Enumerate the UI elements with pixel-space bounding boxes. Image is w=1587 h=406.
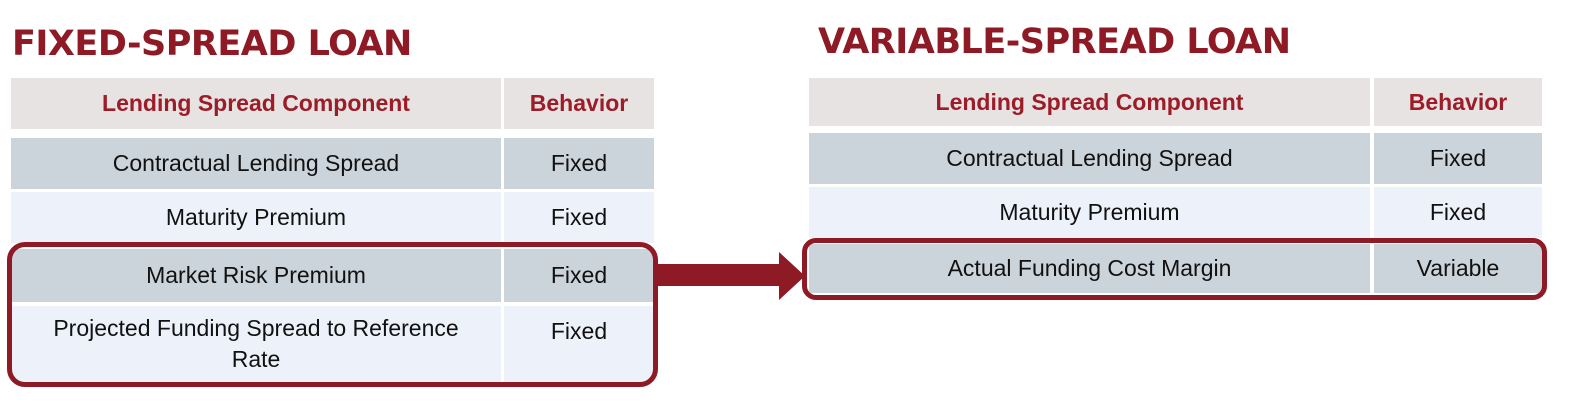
fixed-row-4-behavior: Fixed: [504, 306, 654, 382]
fixed-row-1-component: Contractual Lending Spread: [11, 138, 501, 189]
fixed-row-2-component: Maturity Premium: [11, 192, 501, 243]
fixed-header-component: Lending Spread Component: [11, 78, 501, 129]
variable-row-2-behavior: Fixed: [1374, 187, 1542, 238]
fixed-spread-loan-title: FIXED-SPREAD LOAN: [12, 24, 412, 64]
fixed-header-behavior: Behavior: [504, 78, 654, 129]
fixed-row-3-component: Market Risk Premium: [11, 249, 501, 302]
variable-row-1-component: Contractual Lending Spread: [809, 133, 1370, 184]
fixed-row-4-component: Projected Funding Spread to Reference Ra…: [11, 306, 501, 382]
variable-header-component: Lending Spread Component: [809, 78, 1370, 126]
fixed-row-3-behavior: Fixed: [504, 249, 654, 302]
fixed-row-1-behavior: Fixed: [504, 138, 654, 189]
variable-spread-loan-title: VARIABLE-SPREAD LOAN: [818, 22, 1291, 62]
arrow-right-icon: [655, 252, 805, 300]
variable-row-2-component: Maturity Premium: [809, 187, 1370, 238]
variable-row-3-component: Actual Funding Cost Margin: [809, 244, 1370, 293]
fixed-row-2-behavior: Fixed: [504, 192, 654, 243]
variable-highlight-box: [802, 238, 1547, 300]
variable-header-behavior: Behavior: [1374, 78, 1542, 126]
variable-row-3-behavior: Variable: [1374, 244, 1542, 293]
fixed-highlight-box: [7, 242, 658, 387]
variable-row-1-behavior: Fixed: [1374, 133, 1542, 184]
